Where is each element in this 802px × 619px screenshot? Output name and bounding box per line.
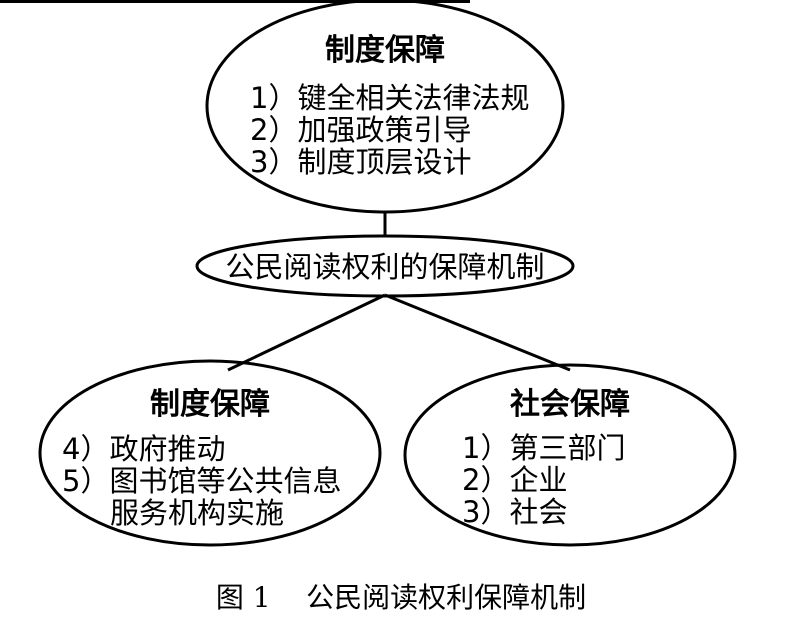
top-node-title: 制度保障 <box>325 33 445 68</box>
top-node-item-1: 1）键全相关法律法规 <box>250 81 529 115</box>
left-node: 制度保障 4）政府推动 5）图书馆等公共信息 服务机构实施 <box>38 359 382 547</box>
connector-center-left <box>227 293 386 372</box>
right-node-item-2: 2）企业 <box>462 463 567 497</box>
center-node: 公民阅读权利的保障机制 <box>195 234 575 298</box>
top-node-item-2: 2）加强政策引导 <box>250 113 471 147</box>
left-node-item-3: 服务机构实施 <box>110 496 284 530</box>
right-ellipse <box>403 363 737 547</box>
top-ellipse <box>205 0 565 214</box>
right-node-item-3: 3）社会 <box>462 495 567 529</box>
connector-center-right <box>384 293 571 372</box>
left-ellipse <box>38 359 382 547</box>
left-node-item-1: 4）政府推动 <box>62 432 225 466</box>
center-ellipse <box>195 234 575 298</box>
right-node: 社会保障 1）第三部门 2）企业 3）社会 <box>403 363 737 547</box>
left-node-title: 制度保障 <box>150 387 270 422</box>
center-node-label: 公民阅读权利的保障机制 <box>225 250 544 284</box>
top-node: 制度保障 1）键全相关法律法规 2）加强政策引导 3）制度顶层设计 <box>205 0 565 214</box>
top-node-item-3: 3）制度顶层设计 <box>250 145 471 179</box>
cropped-header-rule <box>0 0 470 3</box>
figure-caption: 图 1 公民阅读权利保障机制 <box>216 581 586 614</box>
right-node-item-1: 1）第三部门 <box>462 431 625 465</box>
left-node-item-2: 5）图书馆等公共信息 <box>62 464 341 498</box>
right-node-title: 社会保障 <box>510 387 630 422</box>
